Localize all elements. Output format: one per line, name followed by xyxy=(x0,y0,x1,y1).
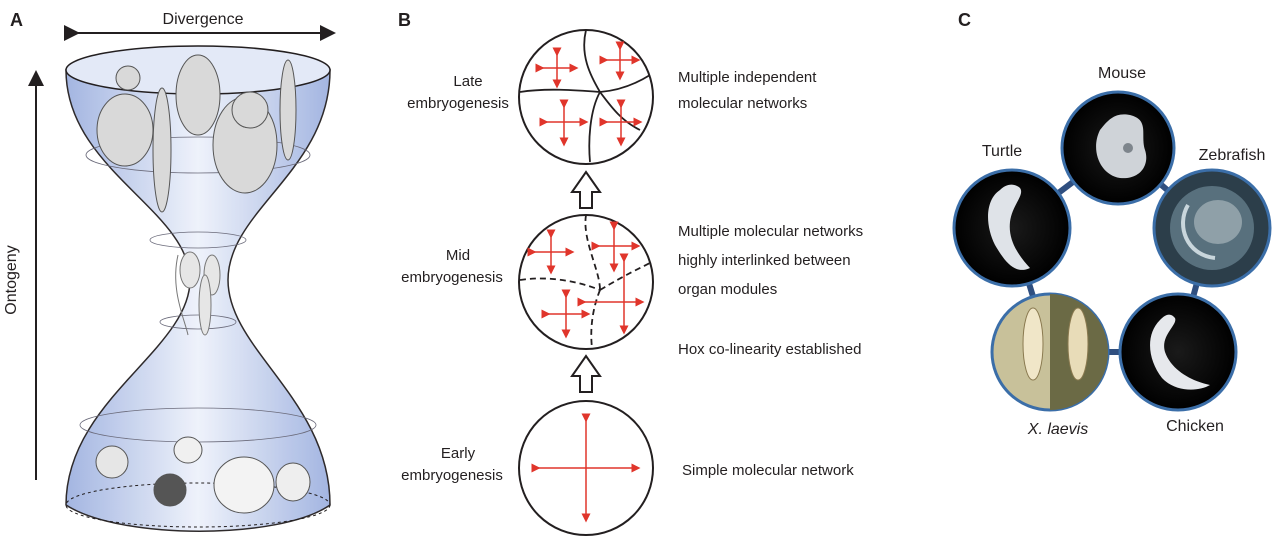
network-arrows xyxy=(527,41,645,523)
hourglass xyxy=(65,69,331,532)
mouse-embryo-photo xyxy=(1060,90,1176,206)
early-embryo-sketch xyxy=(173,436,203,464)
cleavage-embryo-sketch xyxy=(153,473,187,507)
progression-arrow xyxy=(570,170,602,209)
turtle-embryo-photo xyxy=(952,168,1072,288)
panel-c: C xyxy=(952,10,1272,438)
divergence-label: Divergence xyxy=(163,11,244,28)
late-network-circle xyxy=(518,29,654,165)
late-note: Multiple independent xyxy=(678,69,817,86)
progression-arrow xyxy=(570,354,602,393)
early-embryo-sketch xyxy=(275,462,311,502)
zebrafish-embryo-photo xyxy=(1152,168,1272,288)
stage-label-mid: Mid xyxy=(446,247,470,264)
species-label-mouse: Mouse xyxy=(1098,65,1146,82)
early-embryo-sketches xyxy=(95,436,311,514)
mid-note: organ modules xyxy=(678,281,777,298)
species-label-chicken: Chicken xyxy=(1166,418,1224,435)
stage-label-early: embryogenesis xyxy=(401,467,503,484)
mouse-sketch xyxy=(175,54,221,136)
ontogeny-label: Ontogeny xyxy=(3,245,20,314)
turtle-sketch xyxy=(96,93,154,167)
mid-embryo-sketches xyxy=(175,251,221,336)
hourglass-bottom-rim xyxy=(65,482,331,528)
section-line xyxy=(149,231,247,249)
stage-label-early: Early xyxy=(441,445,476,462)
hox-note: Hox co-linearity established xyxy=(678,341,861,358)
species-label-zebrafish: Zebrafish xyxy=(1199,147,1266,164)
stage-label-late: embryogenesis xyxy=(407,95,509,112)
panel-a-letter: A xyxy=(10,10,23,30)
frog-tadpole-sketch xyxy=(152,87,172,213)
stage-label-mid: embryogenesis xyxy=(401,269,503,286)
species-label-xenopus: X. laevis xyxy=(1027,421,1088,438)
panel-b-letter: B xyxy=(398,10,411,30)
late-note: molecular networks xyxy=(678,95,807,112)
late-embryo-sketches xyxy=(96,54,297,213)
section-line xyxy=(159,314,237,330)
mid-note: Multiple molecular networks xyxy=(678,223,863,240)
mid-embryo-sketch xyxy=(179,251,201,289)
xenopus-embryo-photo xyxy=(990,292,1110,412)
zebrafish-sketch xyxy=(279,59,297,161)
mid-embryo-sketch xyxy=(175,254,189,336)
early-embryo-sketch xyxy=(95,445,129,479)
section-line xyxy=(85,136,311,174)
mid-note: highly interlinked between xyxy=(678,252,851,269)
early-note: Simple molecular network xyxy=(682,462,854,479)
panel-b: B xyxy=(398,10,863,536)
stage-label-late: Late xyxy=(453,73,482,90)
species-label-turtle: Turtle xyxy=(982,143,1022,160)
turtle-head-sketch xyxy=(115,65,141,91)
panel-c-letter: C xyxy=(958,10,971,30)
chicken-embryo-photo xyxy=(1118,292,1238,412)
mid-network-circle xyxy=(518,214,654,350)
mid-embryo-sketch xyxy=(198,274,212,336)
panel-a: A Divergence Ontogeny xyxy=(3,10,336,532)
chick-head-sketch xyxy=(231,91,269,129)
early-embryo-sketch xyxy=(213,456,275,514)
